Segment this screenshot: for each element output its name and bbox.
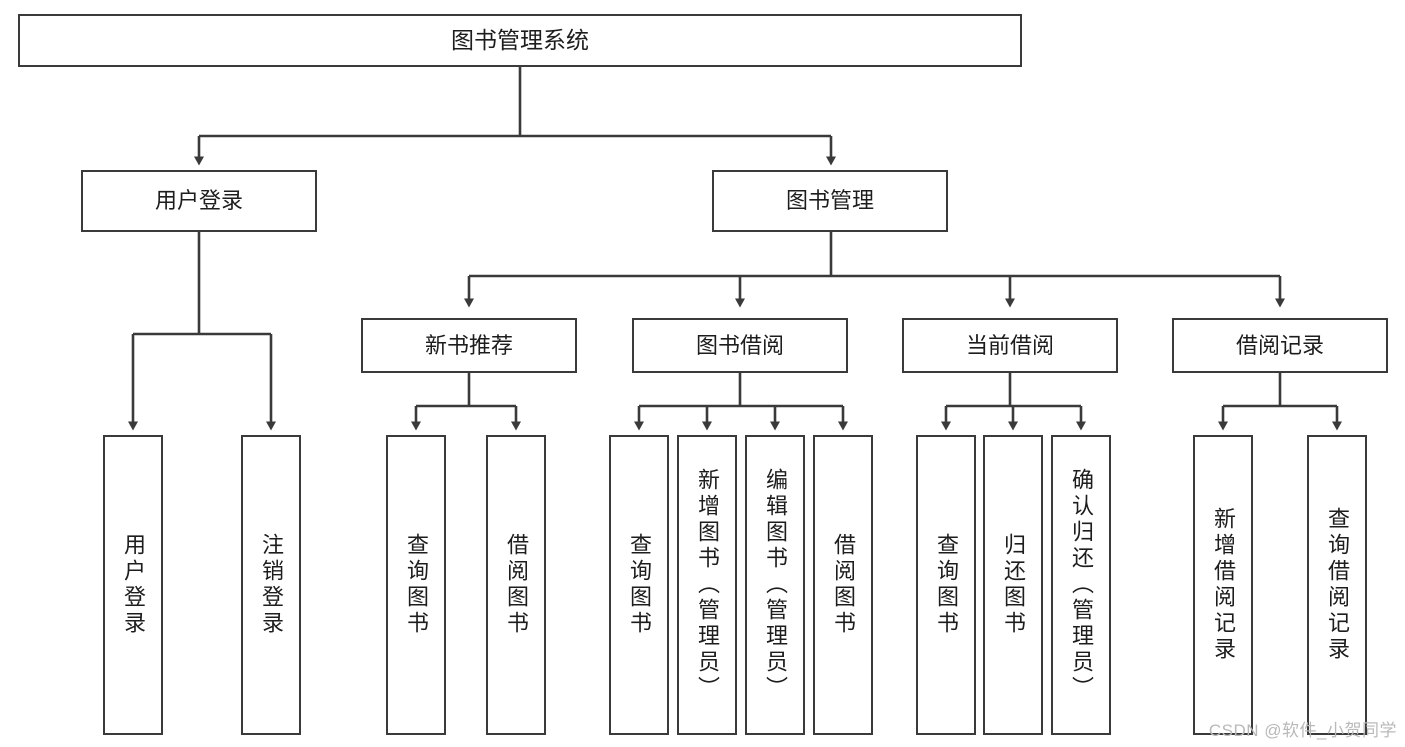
watermark-text: CSDN @软件_小贺同学 [1208, 721, 1397, 740]
leaf-borrow-add-book-label: 新增图书（管理员） [695, 468, 720, 702]
node-borrow-records[interactable]: 借阅记录 [1172, 318, 1388, 373]
node-book-borrow[interactable]: 图书借阅 [632, 318, 848, 373]
leaf-current-confirm-return[interactable]: 确认归还（管理员） [1051, 435, 1111, 735]
leaf-records-query-record-label: 查询借阅记录 [1325, 507, 1350, 663]
node-book-borrow-label: 图书借阅 [695, 332, 784, 358]
leaf-new-book-borrow[interactable]: 借阅图书 [486, 435, 546, 735]
leaf-borrow-edit-book-label: 编辑图书（管理员） [763, 468, 788, 702]
leaf-user-login-login[interactable]: 用户登录 [103, 435, 163, 735]
node-root-label: 图书管理系统 [451, 26, 589, 53]
leaf-new-book-query[interactable]: 查询图书 [386, 435, 446, 735]
leaf-new-book-borrow-label: 借阅图书 [504, 533, 529, 637]
leaf-borrow-query-book[interactable]: 查询图书 [609, 435, 669, 735]
node-current-borrow[interactable]: 当前借阅 [902, 318, 1118, 373]
leaf-borrow-edit-book[interactable]: 编辑图书（管理员） [745, 435, 805, 735]
leaf-borrow-add-book[interactable]: 新增图书（管理员） [677, 435, 737, 735]
leaf-current-return-book-label: 归还图书 [1001, 533, 1026, 637]
leaf-current-query-book[interactable]: 查询图书 [916, 435, 976, 735]
leaf-records-add-record-label: 新增借阅记录 [1211, 507, 1236, 663]
leaf-user-login-login-label: 用户登录 [121, 533, 146, 637]
leaf-new-book-query-label: 查询图书 [404, 533, 429, 637]
node-book-management[interactable]: 图书管理 [712, 170, 948, 232]
node-book-management-label: 图书管理 [785, 188, 874, 214]
leaf-user-login-logout[interactable]: 注销登录 [241, 435, 301, 735]
leaf-user-login-logout-label: 注销登录 [259, 533, 284, 637]
node-user-login-label: 用户登录 [154, 188, 243, 214]
node-current-borrow-label: 当前借阅 [965, 332, 1054, 358]
node-new-book-recommend-label: 新书推荐 [424, 332, 513, 358]
leaf-records-add-record[interactable]: 新增借阅记录 [1193, 435, 1253, 735]
leaf-borrow-borrow-book-label: 借阅图书 [831, 533, 856, 637]
leaf-records-query-record[interactable]: 查询借阅记录 [1307, 435, 1367, 735]
leaf-current-confirm-return-label: 确认归还（管理员） [1069, 468, 1094, 702]
node-borrow-records-label: 借阅记录 [1235, 332, 1324, 358]
node-root[interactable]: 图书管理系统 [18, 14, 1022, 67]
leaf-borrow-borrow-book[interactable]: 借阅图书 [813, 435, 873, 735]
node-user-login[interactable]: 用户登录 [81, 170, 317, 232]
leaf-current-return-book[interactable]: 归还图书 [983, 435, 1043, 735]
leaf-borrow-query-book-label: 查询图书 [627, 533, 652, 637]
leaf-current-query-book-label: 查询图书 [934, 533, 959, 637]
node-new-book-recommend[interactable]: 新书推荐 [361, 318, 577, 373]
